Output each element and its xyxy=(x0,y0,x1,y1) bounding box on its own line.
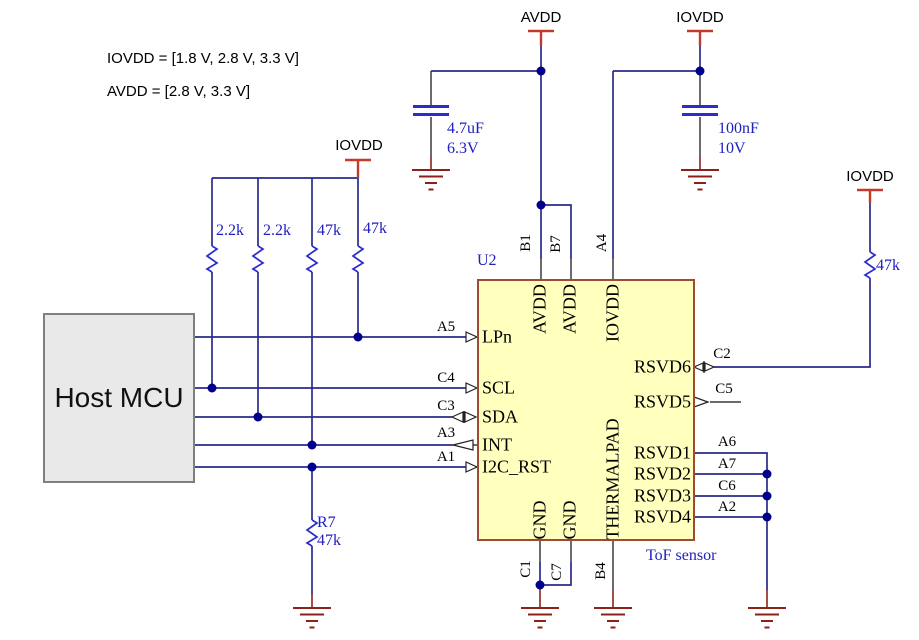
chip-pin-name-rsvd5: RSVD5 xyxy=(633,391,691,412)
net-label-iovdd-top: IOVDD xyxy=(676,9,724,27)
wires xyxy=(195,46,871,594)
chip-pin-name-gnd-1: GND xyxy=(529,500,550,540)
chip-pin-name-i2c-rst: I2C_RST xyxy=(482,456,552,477)
tof-sensor-chip xyxy=(477,279,695,541)
ground-symbols xyxy=(293,157,786,629)
pin-designator-c1: C1 xyxy=(518,560,535,578)
chip-pin-name-iovdd: IOVDD xyxy=(602,284,623,342)
net-label-iovdd-left: IOVDD xyxy=(335,137,383,155)
pin-designator-b7: B7 xyxy=(548,235,565,253)
pin-designator-c4: C4 xyxy=(437,370,455,387)
resistor-r7-ref: R7 xyxy=(317,514,336,531)
pin-designator-a2: A2 xyxy=(717,499,737,516)
chip-pin-name-avdd-1: AVDD xyxy=(529,284,550,334)
capacitor-avdd xyxy=(413,105,449,116)
pin-designator-a1: A1 xyxy=(436,449,456,466)
chip-pin-name-int: INT xyxy=(482,434,512,455)
pin-designator-a4: A4 xyxy=(594,233,611,253)
junction-dots xyxy=(207,66,772,590)
net-label-avdd-top: AVDD xyxy=(520,9,562,27)
pin-designator-c5: C5 xyxy=(715,381,733,398)
cap-avdd-rating: 6.3V xyxy=(447,140,479,157)
note-iovdd-range: IOVDD = [1.8 V, 2.8 V, 3.3 V] xyxy=(107,50,299,67)
chip-pin-name-gnd-2: GND xyxy=(559,500,580,540)
pin-designator-c2: C2 xyxy=(713,346,731,363)
chip-pin-name-sda: SDA xyxy=(482,406,519,427)
cap-iovdd-rating: 10V xyxy=(718,140,746,157)
host-mcu-label: Host MCU xyxy=(54,382,184,413)
pullup-resistor-value-1: 2.2k xyxy=(216,222,244,239)
host-mcu-block: Host MCU xyxy=(43,313,195,483)
cap-iovdd-value: 100nF xyxy=(718,120,759,137)
pin-stubs xyxy=(430,71,741,590)
pin-designator-c3: C3 xyxy=(437,398,455,415)
pullup-resistors xyxy=(205,245,365,273)
cap-avdd-value: 4.7uF xyxy=(447,120,484,137)
net-label-iovdd-right: IOVDD xyxy=(846,168,894,186)
chip-pin-name-thermalpad: THERMALPAD xyxy=(602,418,623,540)
resistor-right-pullup xyxy=(863,251,877,279)
pullup-resistor-value-3: 47k xyxy=(317,222,341,239)
capacitor-iovdd xyxy=(682,105,718,116)
pin-designator-c6: C6 xyxy=(718,478,736,495)
pin-arrows xyxy=(450,331,716,473)
chip-description: ToF sensor xyxy=(646,547,717,564)
pin-designator-c7: C7 xyxy=(549,563,566,581)
chip-pin-name-rsvd2: RSVD2 xyxy=(633,463,691,484)
chip-pin-name-scl: SCL xyxy=(482,377,516,398)
resistor-r7 xyxy=(305,519,319,547)
pin-designator-a7: A7 xyxy=(717,456,737,473)
chip-pin-name-rsvd4: RSVD4 xyxy=(633,506,691,527)
chip-pin-name-avdd-2: AVDD xyxy=(559,284,580,334)
chip-designator: U2 xyxy=(477,252,497,269)
chip-pin-name-lpn: LPn xyxy=(482,326,513,347)
chip-pin-name-rsvd1: RSVD1 xyxy=(633,442,691,463)
chip-pin-name-rsvd6: RSVD6 xyxy=(633,356,691,377)
right-pullup-value: 47k xyxy=(876,257,900,274)
pullup-resistor-value-4: 47k xyxy=(363,220,387,237)
pin-designator-a3: A3 xyxy=(436,425,456,442)
note-avdd-range: AVDD = [2.8 V, 3.3 V] xyxy=(107,83,250,100)
power-symbols xyxy=(345,29,883,203)
pullup-resistor-value-2: 2.2k xyxy=(263,222,291,239)
pin-designator-a5: A5 xyxy=(436,319,456,336)
chip-pin-name-rsvd3: RSVD3 xyxy=(633,485,691,506)
pin-designator-b4: B4 xyxy=(593,562,610,580)
pin-designator-a6: A6 xyxy=(717,434,737,451)
resistor-r7-value: 47k xyxy=(317,532,341,549)
pin-designator-b1: B1 xyxy=(518,234,535,252)
